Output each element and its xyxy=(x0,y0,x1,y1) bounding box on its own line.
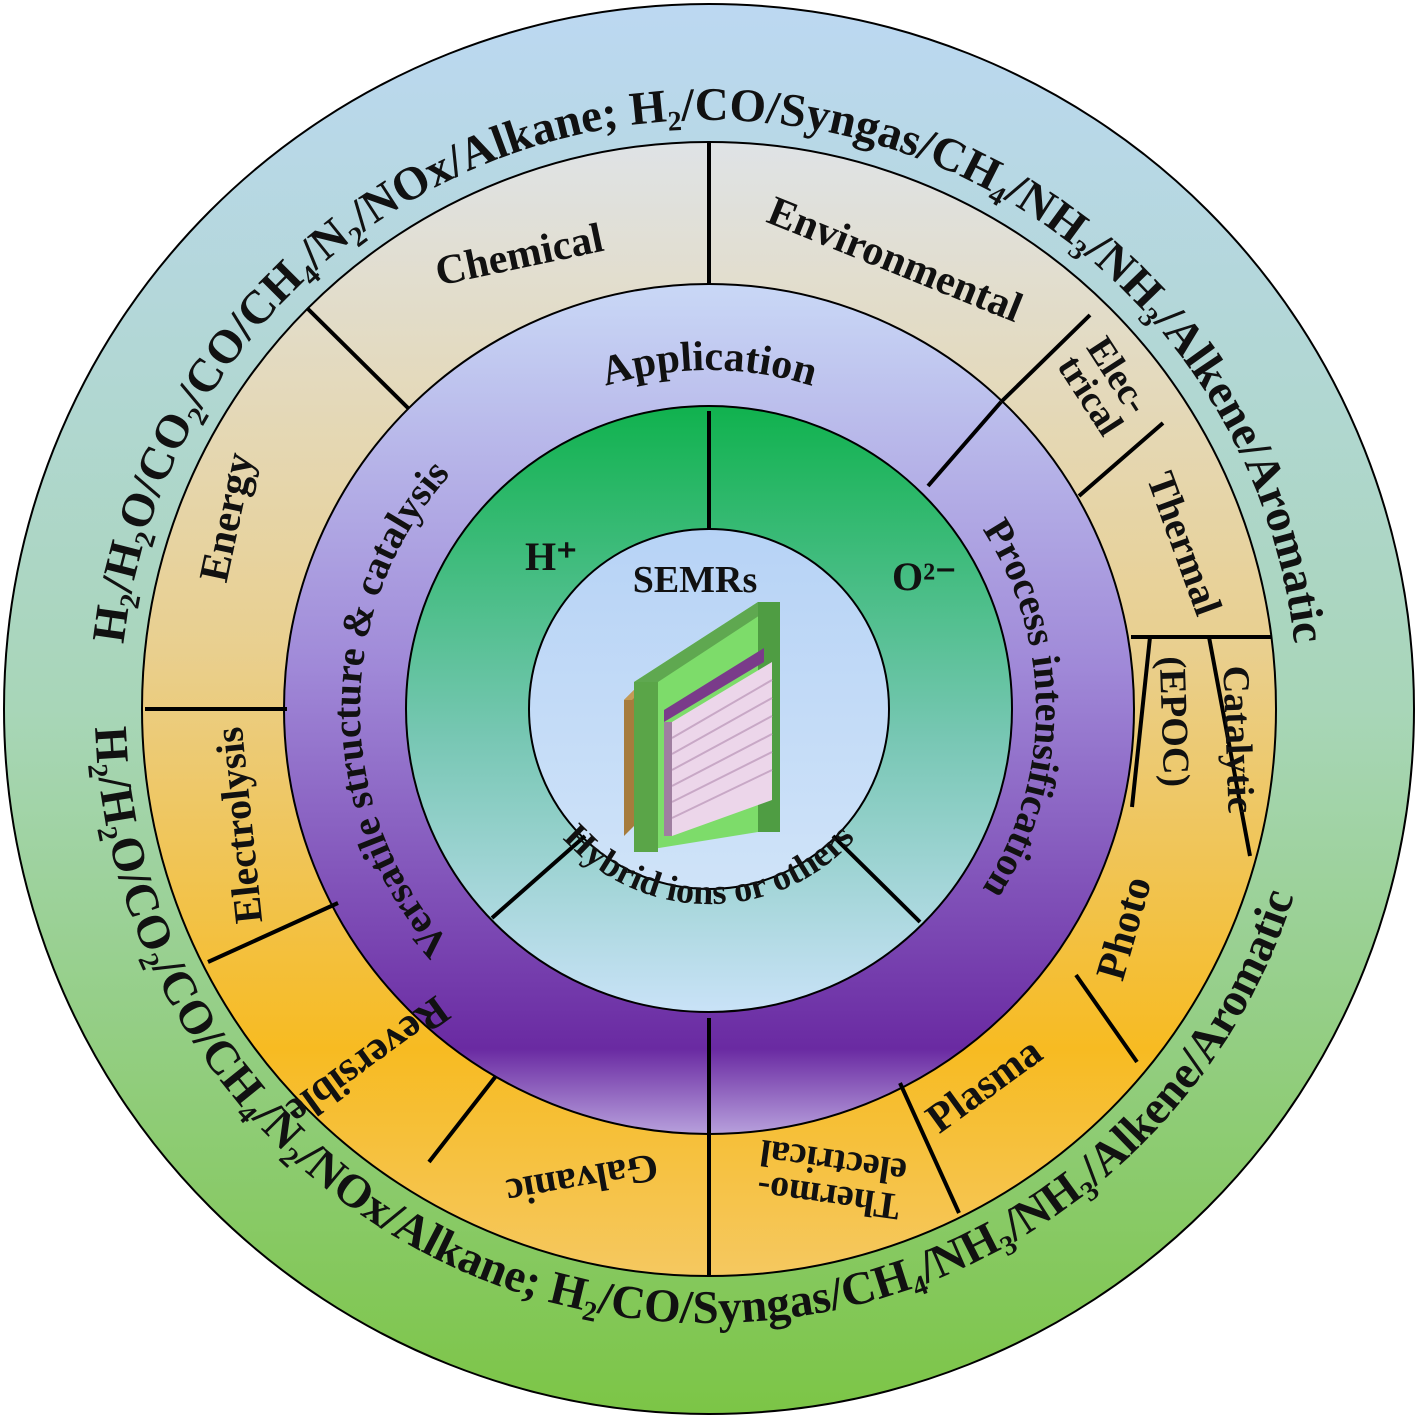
semrs-title: SEMRs xyxy=(633,559,758,601)
inner-dividers xyxy=(490,400,1003,1134)
ion-proton-label: H⁺ xyxy=(525,534,577,579)
ion-oxide-label: O²⁻ xyxy=(892,554,956,599)
label-catalytic-1: Catalytic xyxy=(1214,665,1261,814)
label-catalytic-2: (EPOC) xyxy=(1151,655,1198,787)
cell-stack-icon xyxy=(624,602,780,852)
application-dividers xyxy=(145,142,1271,1276)
